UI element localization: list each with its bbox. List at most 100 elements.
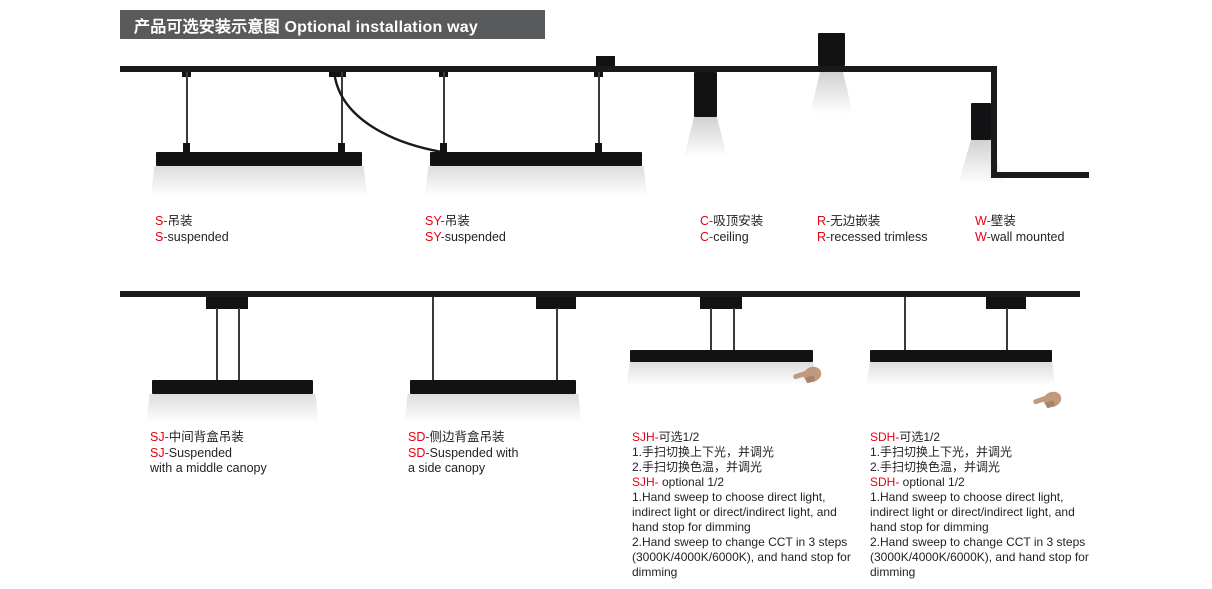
sdh-cn-line2: 2.手扫切换色温，并调光 [870, 460, 1001, 474]
sj-wire-left [216, 308, 218, 381]
sd-side-canopy [536, 297, 576, 309]
sjh-wire-right [733, 308, 735, 351]
sjh-title-en: SJH- optional 1/2 [632, 475, 860, 490]
hand-sweep-icon [1033, 391, 1062, 408]
page-title-banner: 产品可选安装示意图 Optional installation way [120, 10, 545, 39]
sdh-light-glow [866, 362, 1056, 390]
sdh-side-canopy [986, 297, 1026, 309]
label-sy-en: SY-suspended [425, 230, 506, 246]
sd-light-glow [404, 394, 582, 428]
s-wire-gripper-left [183, 143, 190, 153]
s-wire-gripper-right [338, 143, 345, 153]
sd-fixture-bar [410, 380, 576, 394]
w-light-beam [957, 140, 1005, 188]
label-c: C-吸顶安装 C-ceiling [700, 214, 763, 245]
label-sd: SD-侧边背盒吊装 SD-Suspended with a side canop… [408, 430, 518, 477]
sjh-title-cn-text: 可选1/2 [658, 430, 700, 444]
s-light-glow [150, 166, 368, 202]
label-c-cn: C-吸顶安装 [700, 214, 763, 230]
sj-code-en: SJ- [150, 445, 169, 460]
w-text-en: wall mounted [990, 229, 1065, 244]
sd-code-en: SD- [408, 445, 430, 460]
hand-sweep-icon [793, 366, 822, 383]
sdh-en-para1: 1.Hand sweep to choose direct light, ind… [870, 490, 1075, 534]
sjh-en-para2: 2.Hand sweep to change CCT in 3 steps (3… [632, 535, 851, 579]
c-fixture-body [694, 72, 717, 117]
page-title: 产品可选安装示意图 Optional installation way [134, 18, 478, 36]
sy-text-cn: 吊装 [444, 214, 470, 228]
r-code-en: R- [817, 229, 831, 244]
w-text-cn: 壁装 [990, 214, 1016, 228]
sy-junction-box [596, 56, 615, 66]
label-sy-cn: SY-吊装 [425, 214, 506, 230]
label-r-en: R-recessed trimless [817, 230, 927, 246]
label-r: R-无边嵌装 R-recessed trimless [817, 214, 927, 245]
s-code-cn: S- [155, 214, 168, 228]
s-suspension-wire-right [341, 72, 343, 153]
sdh-fixture-bar [870, 350, 1052, 362]
sy-suspension-wire-right [598, 72, 600, 153]
c-text-cn: 吸顶安装 [713, 214, 764, 228]
c-code-cn: C- [700, 214, 714, 228]
sjh-light-glow [626, 362, 817, 390]
w-code-en: W- [975, 229, 991, 244]
label-w-cn: W-壁装 [975, 214, 1064, 230]
label-s-en: S-suspended [155, 230, 229, 246]
label-sj-cn: SJ-中间背盒吊装 [150, 430, 267, 446]
lower-ledge-line [991, 172, 1089, 178]
sj-light-glow [146, 394, 319, 428]
label-s-cn: S-吊装 [155, 214, 229, 230]
sy-wire-gripper-left [440, 143, 447, 153]
sdh-en-para2: 2.Hand sweep to change CCT in 3 steps (3… [870, 535, 1089, 579]
sjh-title-en-text: optional 1/2 [658, 475, 725, 489]
sy-suspension-wire-left [443, 72, 445, 153]
sdh-cn-line1: 1.手扫切换上下光，并调光 [870, 445, 1013, 459]
sy-light-glow [424, 166, 648, 202]
sdh-title-en: SDH- optional 1/2 [870, 475, 1098, 490]
r-code-cn: R- [817, 214, 831, 228]
s-suspension-wire-left [186, 72, 188, 153]
label-r-cn: R-无边嵌装 [817, 214, 927, 230]
sy-wire-gripper-right [595, 143, 602, 153]
r-light-beam [809, 72, 854, 118]
w-code-cn: W- [975, 214, 991, 228]
label-sjh: SJH-可选1/2 1.手扫切换上下光，并调光 2.手扫切换色温，并调光 SJH… [632, 430, 860, 580]
sdh-wire-left [904, 297, 906, 351]
label-w: W-壁装 W-wall mounted [975, 214, 1064, 245]
sd-wire-right [556, 308, 558, 381]
sjh-code-cn: SJH- [632, 430, 659, 444]
sj-middle-canopy [206, 297, 248, 309]
sy-code-en: SY- [425, 229, 445, 244]
sy-fixture-bar [430, 152, 642, 166]
sd-code-cn: SD- [408, 430, 430, 444]
label-sd-en2: a side canopy [408, 461, 486, 475]
sd-text-en: Suspended with [429, 445, 519, 460]
sdh-title-en-text: optional 1/2 [899, 475, 965, 489]
sjh-en-para1: 1.Hand sweep to choose direct light, ind… [632, 490, 837, 534]
sj-wire-right [238, 308, 240, 381]
sj-code-cn: SJ- [150, 430, 169, 444]
label-sj-en2: with a middle canopy [150, 461, 267, 475]
sy-text-en: suspended [444, 229, 506, 244]
c-light-beam [683, 117, 728, 161]
s-text-cn: 吊装 [167, 214, 193, 228]
w-fixture-body [971, 103, 991, 140]
label-c-en: C-ceiling [700, 230, 763, 246]
sy-power-cord [332, 69, 443, 154]
sy-code-cn: SY- [425, 214, 445, 228]
r-recessed-housing [818, 33, 845, 66]
sjh-middle-canopy [700, 297, 742, 309]
label-sdh: SDH-可选1/2 1.手扫切换上下光，并调光 2.手扫切换色温，并调光 SDH… [870, 430, 1098, 580]
sdh-title-cn-text: 可选1/2 [899, 430, 941, 444]
label-sd-cn: SD-侧边背盒吊装 [408, 430, 518, 446]
sdh-title-cn: SDH-可选1/2 [870, 430, 1098, 445]
c-code-en: C- [700, 229, 714, 244]
sd-text-cn: 侧边背盒吊装 [429, 430, 505, 444]
s-code-en: S- [155, 229, 168, 244]
c-text-en: ceiling [713, 229, 749, 244]
label-s: S-吊装 S-suspended [155, 214, 229, 245]
sy-cord-ceiling-mount [329, 72, 338, 77]
sdh-code-cn: SDH- [870, 430, 900, 444]
sj-text-en: Suspended [168, 445, 233, 460]
